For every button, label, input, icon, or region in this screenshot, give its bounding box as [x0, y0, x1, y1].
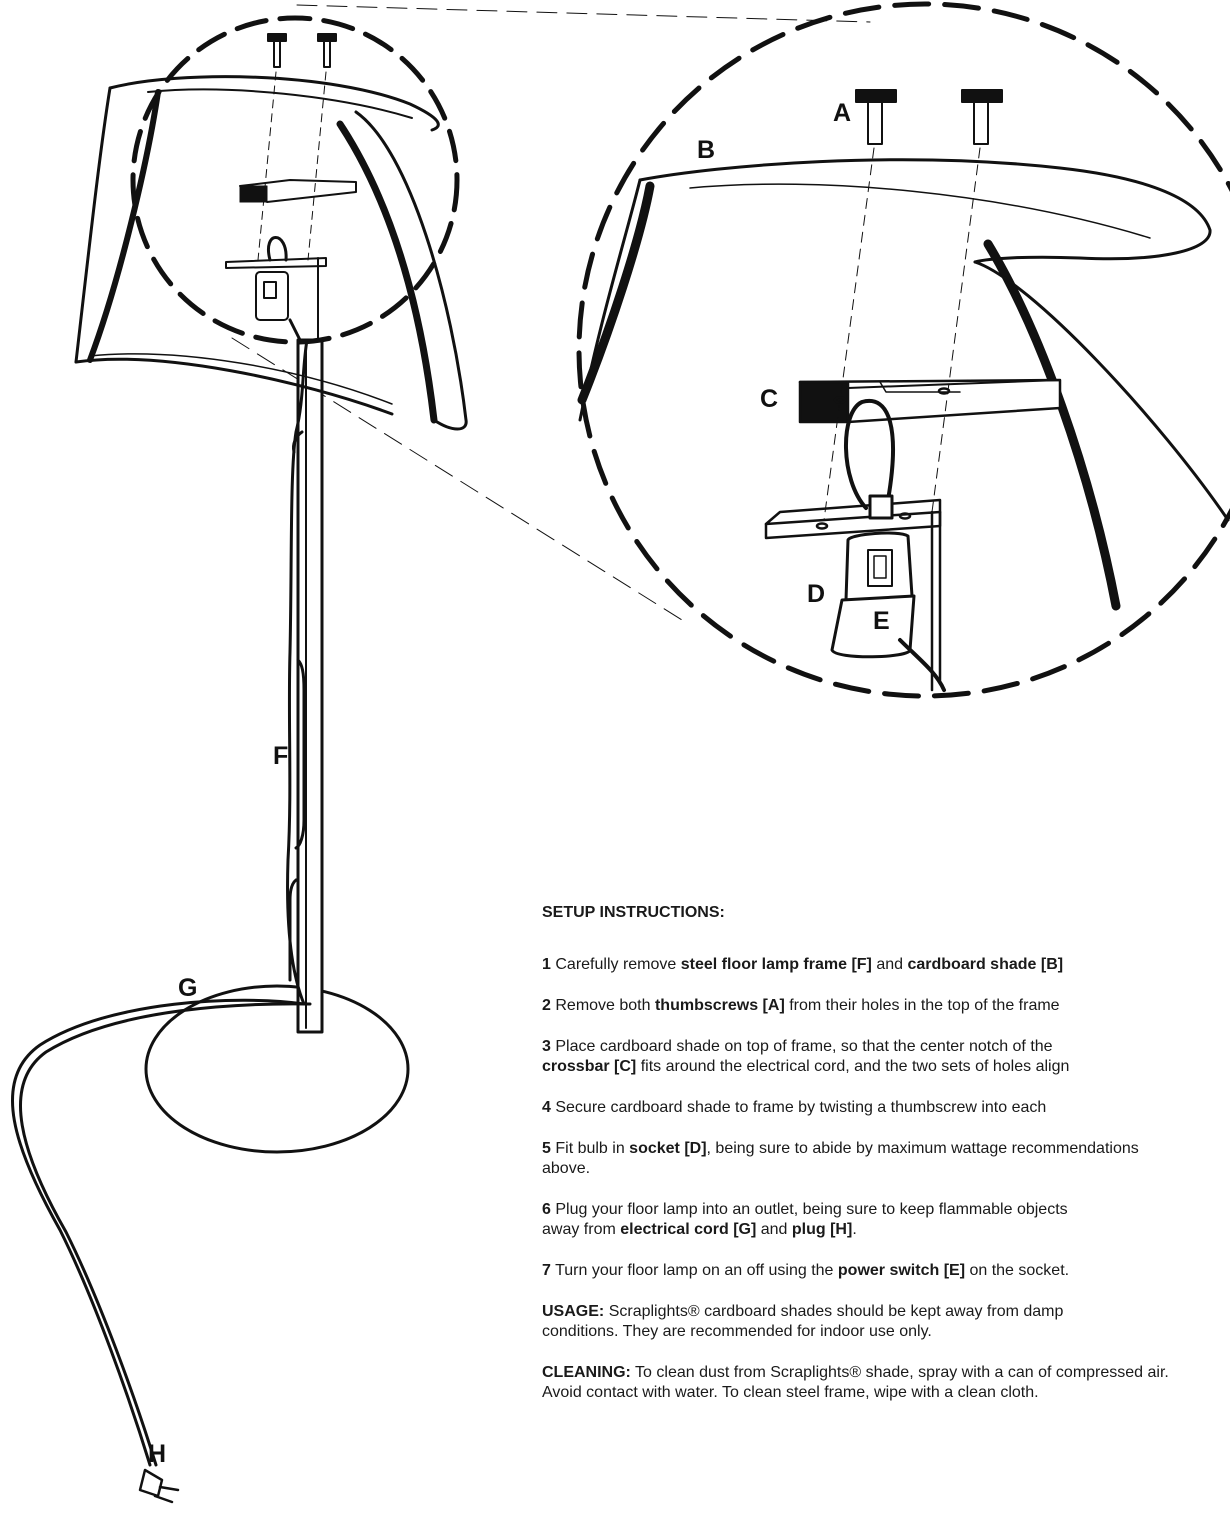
setup-instructions: SETUP INSTRUCTIONS: 1 Carefully remove s… — [542, 903, 1230, 1424]
step-part-name: plug [H] — [791, 1221, 853, 1238]
instruction-step-4: 4 Secure cardboard shade to frame by twi… — [542, 1098, 1230, 1118]
lamp-electrical-cord — [10, 998, 312, 1467]
step-text: away from — [542, 1221, 621, 1238]
small-detail-circle — [130, 15, 460, 345]
zoom-thumbscrew-left — [855, 89, 897, 145]
label-c: C — [760, 385, 778, 413]
instructions-heading: SETUP INSTRUCTIONS: — [542, 904, 725, 921]
step-text: and — [756, 1221, 792, 1238]
step-part-name: power switch [E] — [837, 1262, 966, 1279]
step-part-name: socket [D] — [629, 1140, 707, 1157]
cleaning-note: CLEANING: To clean dust from Scraplights… — [542, 1363, 1230, 1403]
small-thumbscrew-right — [317, 33, 337, 68]
step-text: Place cardboard shade on top of frame, s… — [555, 1038, 1053, 1055]
step-text: from their holes in the top of the frame — [784, 997, 1060, 1014]
step-text: above. — [542, 1160, 591, 1177]
usage-note: USAGE: Scraplights® cardboard shades sho… — [542, 1302, 1230, 1342]
instruction-step-1: 1 Carefully remove steel floor lamp fram… — [542, 955, 1230, 975]
instruction-step-7: 7 Turn your floor lamp on an off using t… — [542, 1261, 1230, 1281]
step-text: , being sure to abide by maximum wattage… — [706, 1140, 1139, 1157]
instruction-step-2: 2 Remove both thumbscrews [A] from their… — [542, 996, 1230, 1016]
step-number: 3 — [542, 1038, 551, 1055]
step-number: 2 — [542, 997, 551, 1014]
small-shade — [74, 75, 468, 431]
step-part-name: electrical cord [G] — [620, 1221, 757, 1238]
step-text: on the socket. — [965, 1262, 1070, 1279]
step-text: Carefully remove — [555, 956, 681, 973]
usage-label: USAGE: — [542, 1303, 605, 1320]
small-socket — [255, 236, 302, 342]
step-number: 5 — [542, 1140, 551, 1157]
step-number: 4 — [542, 1099, 551, 1116]
lamp-cord-on-pole — [286, 338, 309, 1006]
small-bracket — [225, 257, 327, 341]
step-text: and — [871, 956, 908, 973]
step-text: Secure cardboard shade to frame by twist… — [555, 1099, 1047, 1116]
lamp-pole — [296, 338, 324, 1034]
step-part-name: crossbar [C] — [542, 1058, 637, 1075]
step-text: fits around the electrical cord, and the… — [636, 1058, 1070, 1075]
small-thumbscrew-left — [267, 33, 287, 68]
label-b: B — [697, 136, 715, 164]
instruction-step-6: 6 Plug your floor lamp into an outlet, b… — [542, 1200, 1230, 1240]
step-number: 6 — [542, 1201, 551, 1218]
label-f: F — [273, 742, 288, 770]
zoom-detail-circle — [576, 1, 1230, 699]
step-text: Remove both — [555, 997, 655, 1014]
label-h: H — [148, 1440, 166, 1468]
step-text: Plug your floor lamp into an outlet, bei… — [555, 1201, 1068, 1218]
step-text: . — [852, 1221, 857, 1238]
zoom-socket — [830, 398, 946, 692]
label-a: A — [833, 99, 851, 127]
small-crossbar — [239, 179, 357, 203]
zoom-connector-lines — [231, 4, 871, 621]
usage-text: Scraplights® cardboard shades should be … — [608, 1303, 1064, 1320]
step-text: Fit bulb in — [555, 1140, 630, 1157]
instruction-step-3: 3 Place cardboard shade on top of frame,… — [542, 1037, 1230, 1077]
zoom-crossbar — [798, 378, 1062, 424]
zoom-screw-guides — [823, 147, 981, 521]
zoom-thumbscrew-right — [961, 89, 1003, 145]
small-screw-guides — [257, 71, 327, 261]
lamp-base — [144, 984, 410, 1154]
label-g: G — [178, 974, 197, 1002]
zoom-shade — [577, 158, 1230, 611]
step-number: 1 — [542, 956, 551, 973]
label-d: D — [807, 580, 825, 608]
instruction-steps: 1 Carefully remove steel floor lamp fram… — [542, 955, 1230, 1281]
cleaning-text: To clean dust from Scraplights® shade, s… — [635, 1364, 1169, 1381]
step-text: Turn your floor lamp on an off using the — [555, 1262, 838, 1279]
step-part-name: thumbscrews [A] — [654, 997, 785, 1014]
instruction-step-5: 5 Fit bulb in socket [D], being sure to … — [542, 1139, 1230, 1179]
label-e: E — [873, 607, 890, 635]
step-part-name: cardboard shade [B] — [907, 956, 1064, 973]
step-number: 7 — [542, 1262, 551, 1279]
cleaning-text-2: Avoid contact with water. To clean steel… — [542, 1384, 1039, 1401]
usage-text-2: conditions. They are recommended for ind… — [542, 1323, 932, 1340]
step-part-name: steel floor lamp frame [F] — [680, 956, 872, 973]
plug-h-icon — [138, 1468, 180, 1504]
cleaning-label: CLEANING: — [542, 1364, 631, 1381]
